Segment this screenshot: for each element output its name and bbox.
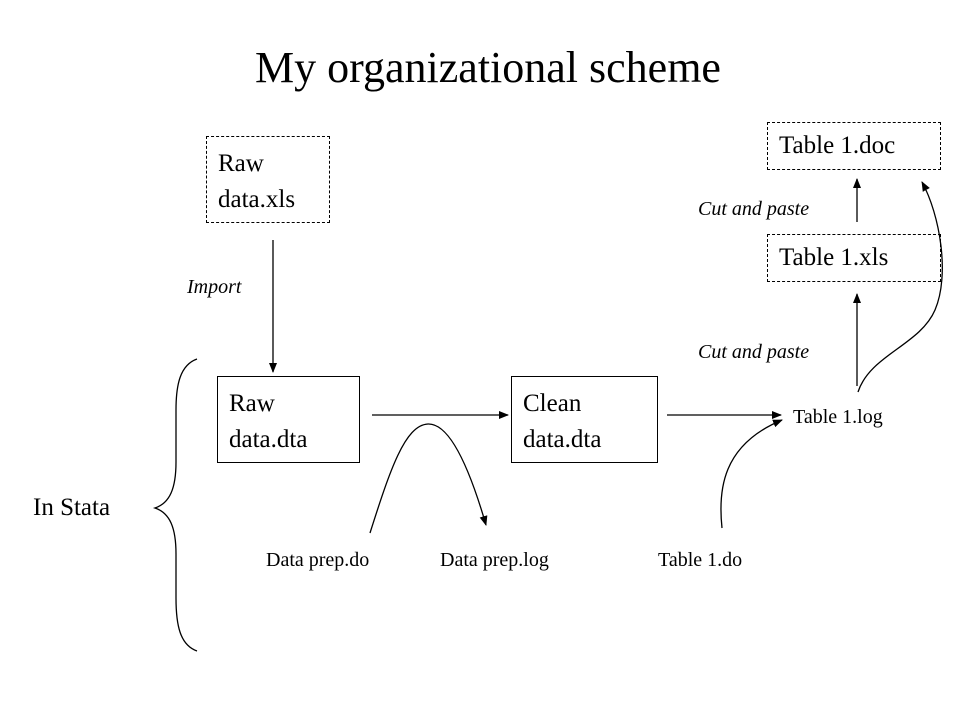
table-xls-box: Table 1.xls bbox=[767, 234, 941, 282]
raw-data-xls-line1: Raw bbox=[218, 150, 264, 177]
log-to-doc-curve bbox=[857, 181, 943, 393]
table-log-label: Table 1.log bbox=[793, 406, 883, 428]
clean-data-dta-box: Clean data.dta bbox=[511, 376, 658, 463]
raw-data-dta-line1: Raw bbox=[229, 390, 275, 417]
page-title: My organizational scheme bbox=[255, 43, 721, 92]
cut-paste-top-label: Cut and paste bbox=[698, 198, 810, 220]
table-xls-label: Table 1.xls bbox=[779, 244, 889, 271]
table-doc-box: Table 1.doc bbox=[767, 122, 941, 170]
data-prep-do-label: Data prep.do bbox=[266, 549, 370, 571]
raw-data-dta-box: Raw data.dta bbox=[217, 376, 360, 463]
cut-paste-bottom-label: Cut and paste bbox=[698, 341, 810, 363]
raw-data-xls-box: Raw data.xls bbox=[206, 136, 330, 223]
in-stata-label: In Stata bbox=[33, 494, 111, 521]
prep-do-to-prep-log-curve bbox=[369, 423, 488, 534]
import-label: Import bbox=[187, 276, 242, 298]
in-stata-brace bbox=[152, 358, 198, 652]
table-do-to-log-curve bbox=[720, 419, 783, 529]
table-doc-label: Table 1.doc bbox=[779, 132, 896, 159]
data-prep-log-label: Data prep.log bbox=[440, 549, 549, 571]
raw-data-dta-line2: data.dta bbox=[229, 426, 308, 453]
clean-data-dta-line1: Clean bbox=[523, 390, 582, 417]
clean-data-dta-line2: data.dta bbox=[523, 426, 602, 453]
raw-data-xls-line2: data.xls bbox=[218, 186, 296, 213]
table-do-label: Table 1.do bbox=[658, 549, 743, 571]
